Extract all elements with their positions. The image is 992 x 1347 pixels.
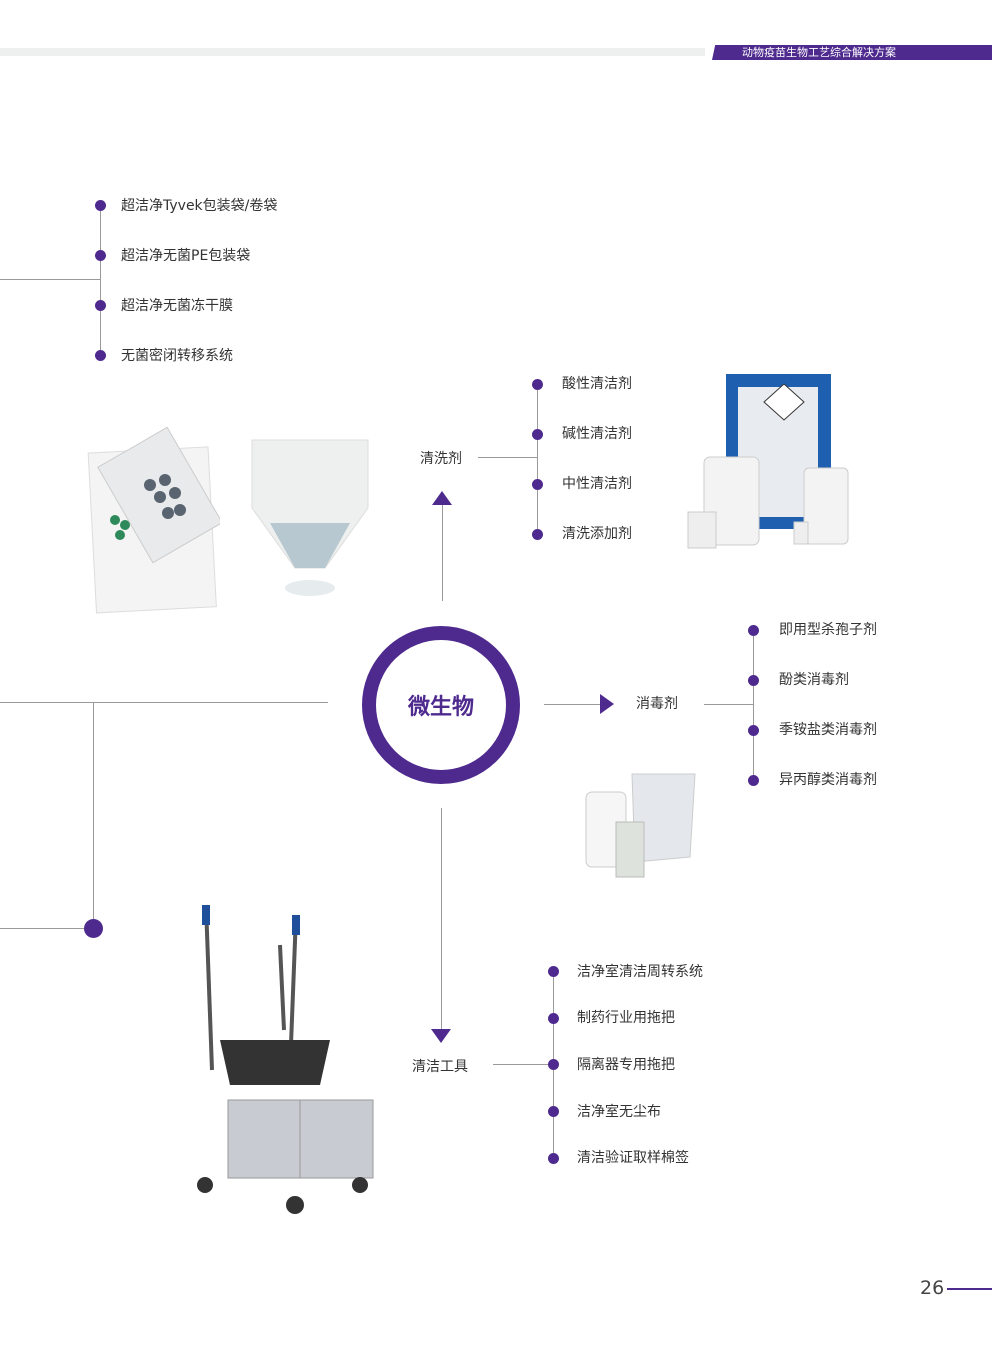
page-number: 26 <box>920 1277 945 1299</box>
list-item: 制药行业用拖把 <box>577 1010 675 1026</box>
connector-node <box>84 919 103 938</box>
cleaning-cart-image <box>197 904 374 1214</box>
category-label: 清洗剂 <box>420 451 462 467</box>
arrow-up-icon <box>432 491 452 505</box>
bullet <box>748 625 759 636</box>
bullet <box>748 675 759 686</box>
connector <box>0 928 93 929</box>
connector <box>704 704 753 705</box>
list-item: 异丙醇类消毒剂 <box>779 772 877 788</box>
arrow-down-icon <box>431 1029 451 1043</box>
connector <box>93 702 94 928</box>
connector <box>493 1064 553 1065</box>
connector <box>478 457 537 458</box>
list-item: 中性清洁剂 <box>562 476 632 492</box>
category-label: 消毒剂 <box>636 696 678 712</box>
bullet <box>95 200 106 211</box>
list-item: 洁净室清洁周转系统 <box>577 964 703 980</box>
center-circle: 微生物 <box>362 626 520 784</box>
list-item: 酸性清洁剂 <box>562 376 632 392</box>
arrow-line <box>544 704 602 705</box>
bullet <box>548 1106 559 1117</box>
arrow-right-icon <box>600 694 614 714</box>
list-item: 洁净室无尘布 <box>577 1104 661 1120</box>
list-item: 超洁净无菌PE包装袋 <box>121 248 251 264</box>
connector <box>0 279 100 280</box>
chemical-drums-image <box>687 374 849 549</box>
bullet <box>548 1013 559 1024</box>
list-item: 超洁净Tyvek包装袋/卷袋 <box>121 198 278 214</box>
connector <box>537 384 538 534</box>
bullet <box>95 300 106 311</box>
bullet <box>748 725 759 736</box>
disinfectant-products-image <box>585 773 696 878</box>
category-label: 清洁工具 <box>412 1059 468 1075</box>
list-item: 清洗添加剂 <box>562 526 632 542</box>
list-item: 清洁验证取样棉签 <box>577 1150 689 1166</box>
list-item: 碱性清洁剂 <box>562 426 632 442</box>
header-gray-bar <box>0 48 705 56</box>
bullet <box>532 529 543 540</box>
bullet <box>748 775 759 786</box>
bullet <box>95 350 106 361</box>
footer-line <box>947 1288 992 1290</box>
bullet <box>548 1153 559 1164</box>
tyvek-bag-image <box>87 426 220 614</box>
pe-bag-image <box>251 439 369 596</box>
arrow-line <box>442 505 443 601</box>
list-item: 无菌密闭转移系统 <box>121 348 233 364</box>
connector <box>0 702 328 703</box>
list-item: 酚类消毒剂 <box>779 672 849 688</box>
header-title: 动物疫苗生物工艺综合解决方案 <box>742 46 896 59</box>
connector <box>100 205 101 355</box>
arrow-line <box>441 808 442 1032</box>
bullet <box>548 1059 559 1070</box>
list-item: 季铵盐类消毒剂 <box>779 722 877 738</box>
center-label: 微生物 <box>407 695 474 720</box>
bullet <box>548 966 559 977</box>
bullet <box>95 250 106 261</box>
list-item: 隔离器专用拖把 <box>577 1057 675 1073</box>
connector <box>753 630 754 780</box>
bullet <box>532 479 543 490</box>
list-item: 即用型杀孢子剂 <box>779 622 877 638</box>
bullet <box>532 429 543 440</box>
bullet <box>532 379 543 390</box>
list-item: 超洁净无菌冻干膜 <box>121 298 233 314</box>
